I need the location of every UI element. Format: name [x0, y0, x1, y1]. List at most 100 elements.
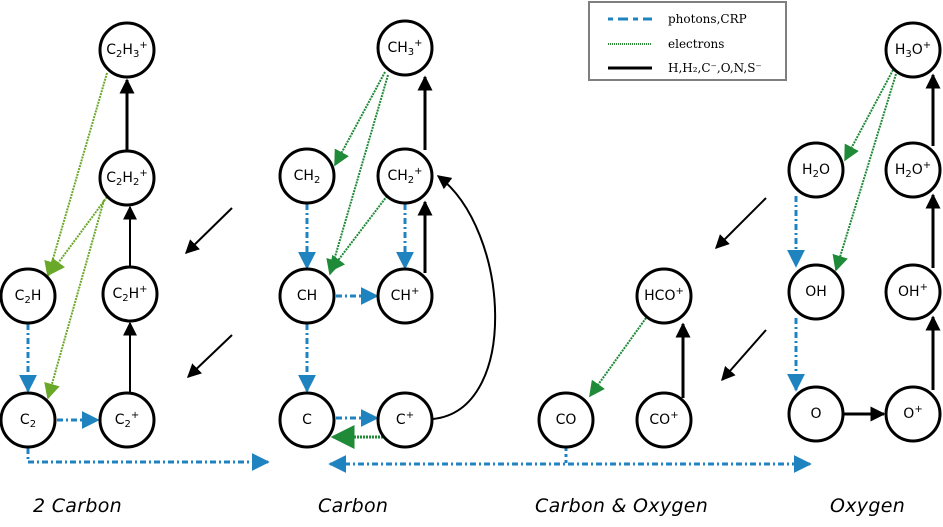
node-C2: C2 [0, 391, 57, 449]
legend-label: electrons [668, 37, 725, 51]
edge-C+-CH2+ [432, 175, 497, 420]
node-circle [0, 391, 57, 449]
node-CH2-plus: CH2+ [376, 147, 434, 205]
edges-layer [19, 69, 941, 473]
node-H2O: H2O [787, 141, 845, 199]
node-circle [884, 21, 942, 79]
node-circle [787, 385, 845, 443]
node-circle [98, 149, 156, 207]
legend-label: H,H₂,C⁻,O,N,S⁻ [668, 61, 762, 75]
incoming-arrow [184, 207, 233, 254]
node-label: CH3+ [387, 38, 422, 58]
node-circle [278, 147, 336, 205]
legend-label: photons,CRP [668, 12, 747, 26]
node-label: C2 [20, 412, 36, 430]
node-C2-plus: C2+ [98, 391, 156, 449]
node-circle [884, 385, 942, 443]
node-H2O-plus: H2O+ [884, 141, 942, 199]
edge-C2H3+-C2H [44, 72, 108, 278]
legend: photons,CRP electrons H,H₂,C⁻,O,N,S⁻ [588, 1, 787, 81]
node-C2H: C2H [0, 267, 57, 325]
incoming-arrow [186, 334, 233, 378]
node-label: CH2 [294, 168, 321, 186]
node-C2H2-plus: C2H2+ [98, 149, 156, 207]
legend-swatch-photons [608, 17, 652, 21]
node-CH3-plus: CH3+ [376, 19, 434, 77]
section-label-carbon-oxygen: Carbon & Oxygen [535, 495, 709, 517]
legend-swatch-reactions [608, 66, 652, 70]
node-circle [635, 391, 693, 449]
legend-item-electrons: electrons [590, 34, 724, 54]
incoming-arrow [721, 329, 767, 382]
node-circle [884, 141, 942, 199]
section-label-two-carbon: 2 Carbon [33, 495, 122, 517]
edge-H3O+-H2O [844, 69, 894, 162]
edge-CH3+-CH2 [334, 71, 386, 167]
node-OH-plus: OH+ [884, 263, 942, 321]
node-H3O-plus: H3O+ [884, 21, 942, 79]
edge-HCO+-CO [589, 317, 647, 398]
node-label: OH+ [898, 282, 928, 301]
section-label-oxygen: Oxygen [830, 495, 906, 517]
node-HCO-plus: HCO+ [635, 267, 693, 325]
node-label: H2O+ [895, 160, 931, 180]
node-label: CO+ [649, 410, 678, 429]
node-label: C2+ [115, 410, 140, 430]
node-label: O [810, 406, 821, 422]
node-circle [635, 267, 693, 325]
nodes-layer: C2H3+ C2H2+ C2H C2H+ C2 C2+ CH3+ CH2 CH2+ CH CH+ C C… [0, 19, 942, 449]
node-label: HCO+ [644, 286, 684, 305]
incoming-arrow [715, 197, 767, 249]
node-label: O+ [903, 404, 922, 423]
node-label: CH [297, 288, 317, 304]
node-C: C [278, 391, 336, 449]
node-label: OH [805, 284, 827, 300]
node-circle [884, 263, 942, 321]
node-label: CO [556, 412, 577, 428]
node-circle [787, 263, 845, 321]
node-circle [278, 391, 336, 449]
node-label: C2H2+ [106, 168, 147, 188]
node-circle [376, 391, 434, 449]
node-circle [0, 267, 57, 325]
node-circle [787, 141, 845, 199]
node-circle [98, 391, 156, 449]
node-label: C+ [396, 410, 414, 429]
node-OH: OH [787, 263, 845, 321]
node-CO-plus: CO+ [635, 391, 693, 449]
node-CO: CO [537, 391, 595, 449]
edge-C2-to-carbon [26, 448, 270, 471]
edge-CH2+-CH [329, 195, 388, 273]
node-C2H-plus: C2H+ [101, 265, 159, 323]
node-O-plus: O+ [884, 385, 942, 443]
node-C-plus: C+ [376, 391, 434, 449]
node-label: C2H [15, 288, 42, 306]
node-circle [537, 391, 595, 449]
edge-CH3+-CH [326, 74, 389, 276]
edge-H3O+-OH [832, 73, 897, 272]
node-circle [376, 19, 434, 77]
section-label-carbon: Carbon [318, 495, 389, 517]
node-label: H3O+ [895, 40, 931, 60]
node-label: H2O [802, 162, 830, 180]
edge-C2H2+-C2H [49, 196, 108, 276]
node-circle [376, 267, 434, 325]
node-label: C [302, 412, 312, 428]
node-circle [101, 265, 159, 323]
node-circle [376, 147, 434, 205]
node-CH-plus: CH+ [376, 267, 434, 325]
legend-item-reactions: H,H₂,C⁻,O,N,S⁻ [590, 58, 762, 78]
node-label: CH+ [391, 286, 420, 305]
node-circle [98, 21, 156, 79]
node-C2H3-plus: C2H3+ [98, 21, 156, 79]
node-label: CH2+ [387, 166, 422, 186]
node-CH2: CH2 [278, 147, 336, 205]
legend-swatch-electrons [608, 43, 652, 45]
node-label: C2H3+ [106, 40, 147, 60]
node-circle [278, 267, 336, 325]
node-CH: CH [278, 267, 336, 325]
node-O: O [787, 385, 845, 443]
node-label: C2H+ [112, 284, 147, 304]
legend-item-photons: photons,CRP [590, 9, 747, 29]
